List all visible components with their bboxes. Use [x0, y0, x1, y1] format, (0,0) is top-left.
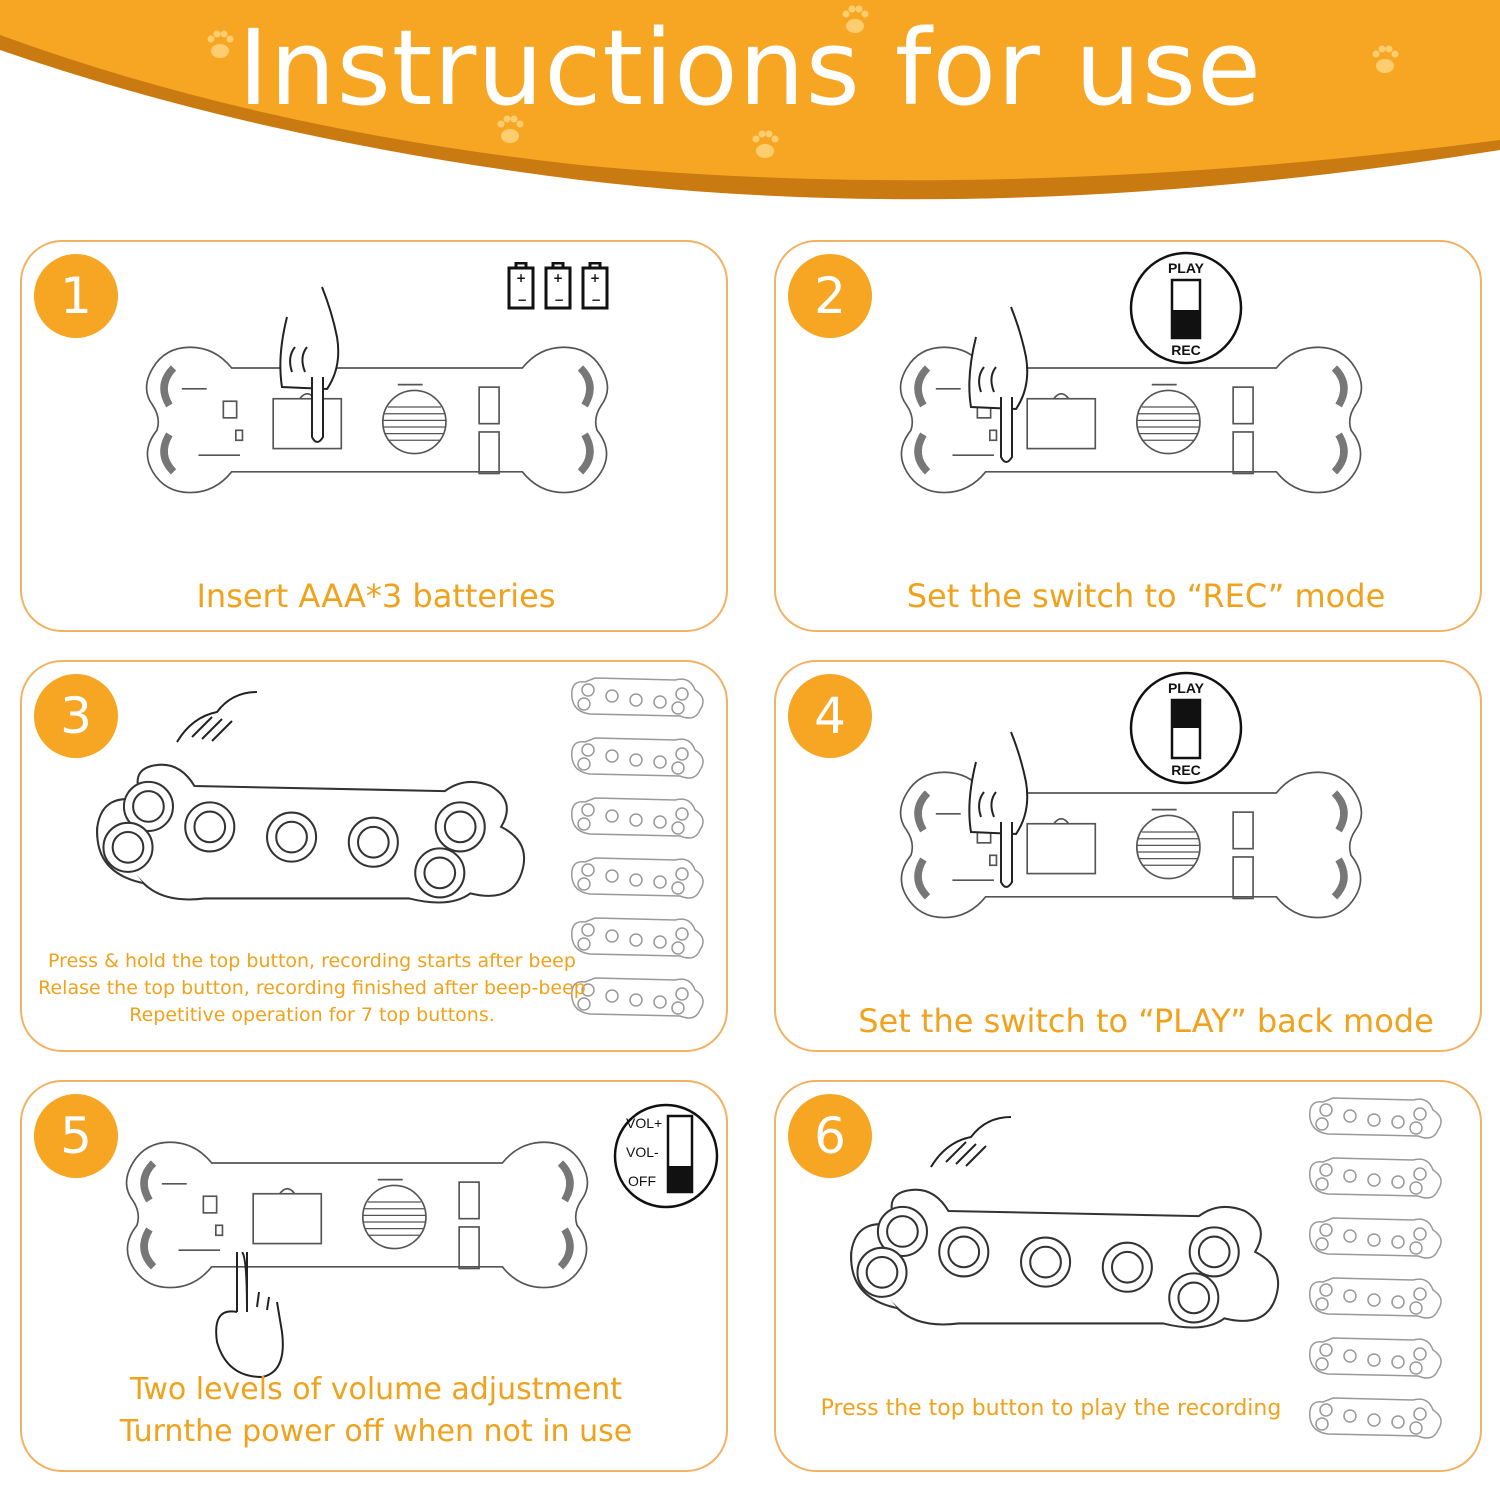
sequence-mini-devices	[1308, 1090, 1458, 1460]
switch-play-label: PLAY	[1167, 680, 1205, 696]
step-caption-line-2: Turnthe power off when not in use	[119, 1414, 633, 1449]
step-caption: Set the switch to “REC” mode	[906, 577, 1386, 615]
svg-text:−: −	[554, 293, 564, 307]
step-5-panel: 5 VOL+ VOL- OFF Two levels of volume adj…	[20, 1080, 728, 1472]
switch-icon	[612, 1102, 720, 1210]
switch-rec-label: REC	[1171, 762, 1201, 778]
hand-pointer-icon	[172, 687, 262, 747]
step-caption: Press the top button to play the recordi…	[820, 1396, 1282, 1421]
paw-icon	[207, 30, 234, 58]
hand-pointer-icon	[956, 297, 1056, 467]
step-number: 3	[34, 674, 118, 758]
hand-pointer-icon	[926, 1112, 1016, 1172]
switch-vol-plus-label: VOL+	[626, 1115, 663, 1131]
switch-rec-label: REC	[1171, 342, 1201, 358]
svg-text:+: +	[553, 271, 563, 285]
svg-text:+: +	[516, 271, 526, 285]
svg-text:+: +	[590, 271, 600, 285]
switch-off-label: OFF	[628, 1173, 656, 1189]
step-2-panel: 2 PLAY REC Set the switch to “REC” mode	[774, 240, 1482, 632]
step-caption-line-1: Press & hold the top button, recording s…	[48, 950, 576, 972]
header-banner	[0, 0, 1500, 200]
switch-vol-minus-label: VOL-	[626, 1144, 659, 1160]
paw-icon	[752, 130, 779, 158]
step-number: 6	[788, 1094, 872, 1178]
hand-pointer-icon	[956, 722, 1056, 892]
dog-bone-device-icon	[82, 712, 542, 952]
step-1-panel: 1 + − + − + − Insert AAA*3 batteries	[20, 240, 728, 632]
battery-icon: + − + − + −	[506, 262, 616, 312]
step-caption-line-1: Two levels of volume adjustment	[129, 1372, 623, 1407]
dog-bone-device-icon	[132, 322, 622, 522]
page-title: Instructions for use	[238, 7, 1262, 129]
paw-icon	[1372, 45, 1399, 73]
switch-icon	[1128, 250, 1244, 366]
dog-bone-device-icon	[112, 1117, 602, 1317]
hand-pointer-icon	[267, 277, 367, 447]
step-caption: Set the switch to “PLAY” back mode	[858, 1002, 1434, 1040]
step-4-panel: 4 PLAY REC Set the switch to “PLAY” back…	[774, 660, 1482, 1052]
step-number: 4	[788, 674, 872, 758]
dog-bone-device-icon	[836, 1137, 1296, 1377]
step-number: 2	[788, 254, 872, 338]
switch-icon	[1128, 670, 1244, 786]
step-number: 5	[34, 1094, 118, 1178]
switch-play-label: PLAY	[1167, 260, 1205, 276]
paw-icon	[497, 115, 524, 143]
hand-pointer-icon	[207, 1252, 297, 1382]
svg-text:−: −	[517, 293, 527, 307]
svg-text:−: −	[591, 293, 601, 307]
step-caption: Insert AAA*3 batteries	[196, 577, 556, 615]
step-caption-line-3: Repetitive operation for 7 top buttons.	[129, 1004, 495, 1026]
step-number: 1	[34, 254, 118, 338]
step-caption-line-2: Relase the top button, recording finishe…	[38, 977, 586, 999]
step-6-panel: 6 Press the top button to play the recor…	[774, 1080, 1482, 1472]
step-3-panel: 3 Press & hold the top button, recording…	[20, 660, 728, 1052]
paw-icon	[842, 5, 869, 33]
